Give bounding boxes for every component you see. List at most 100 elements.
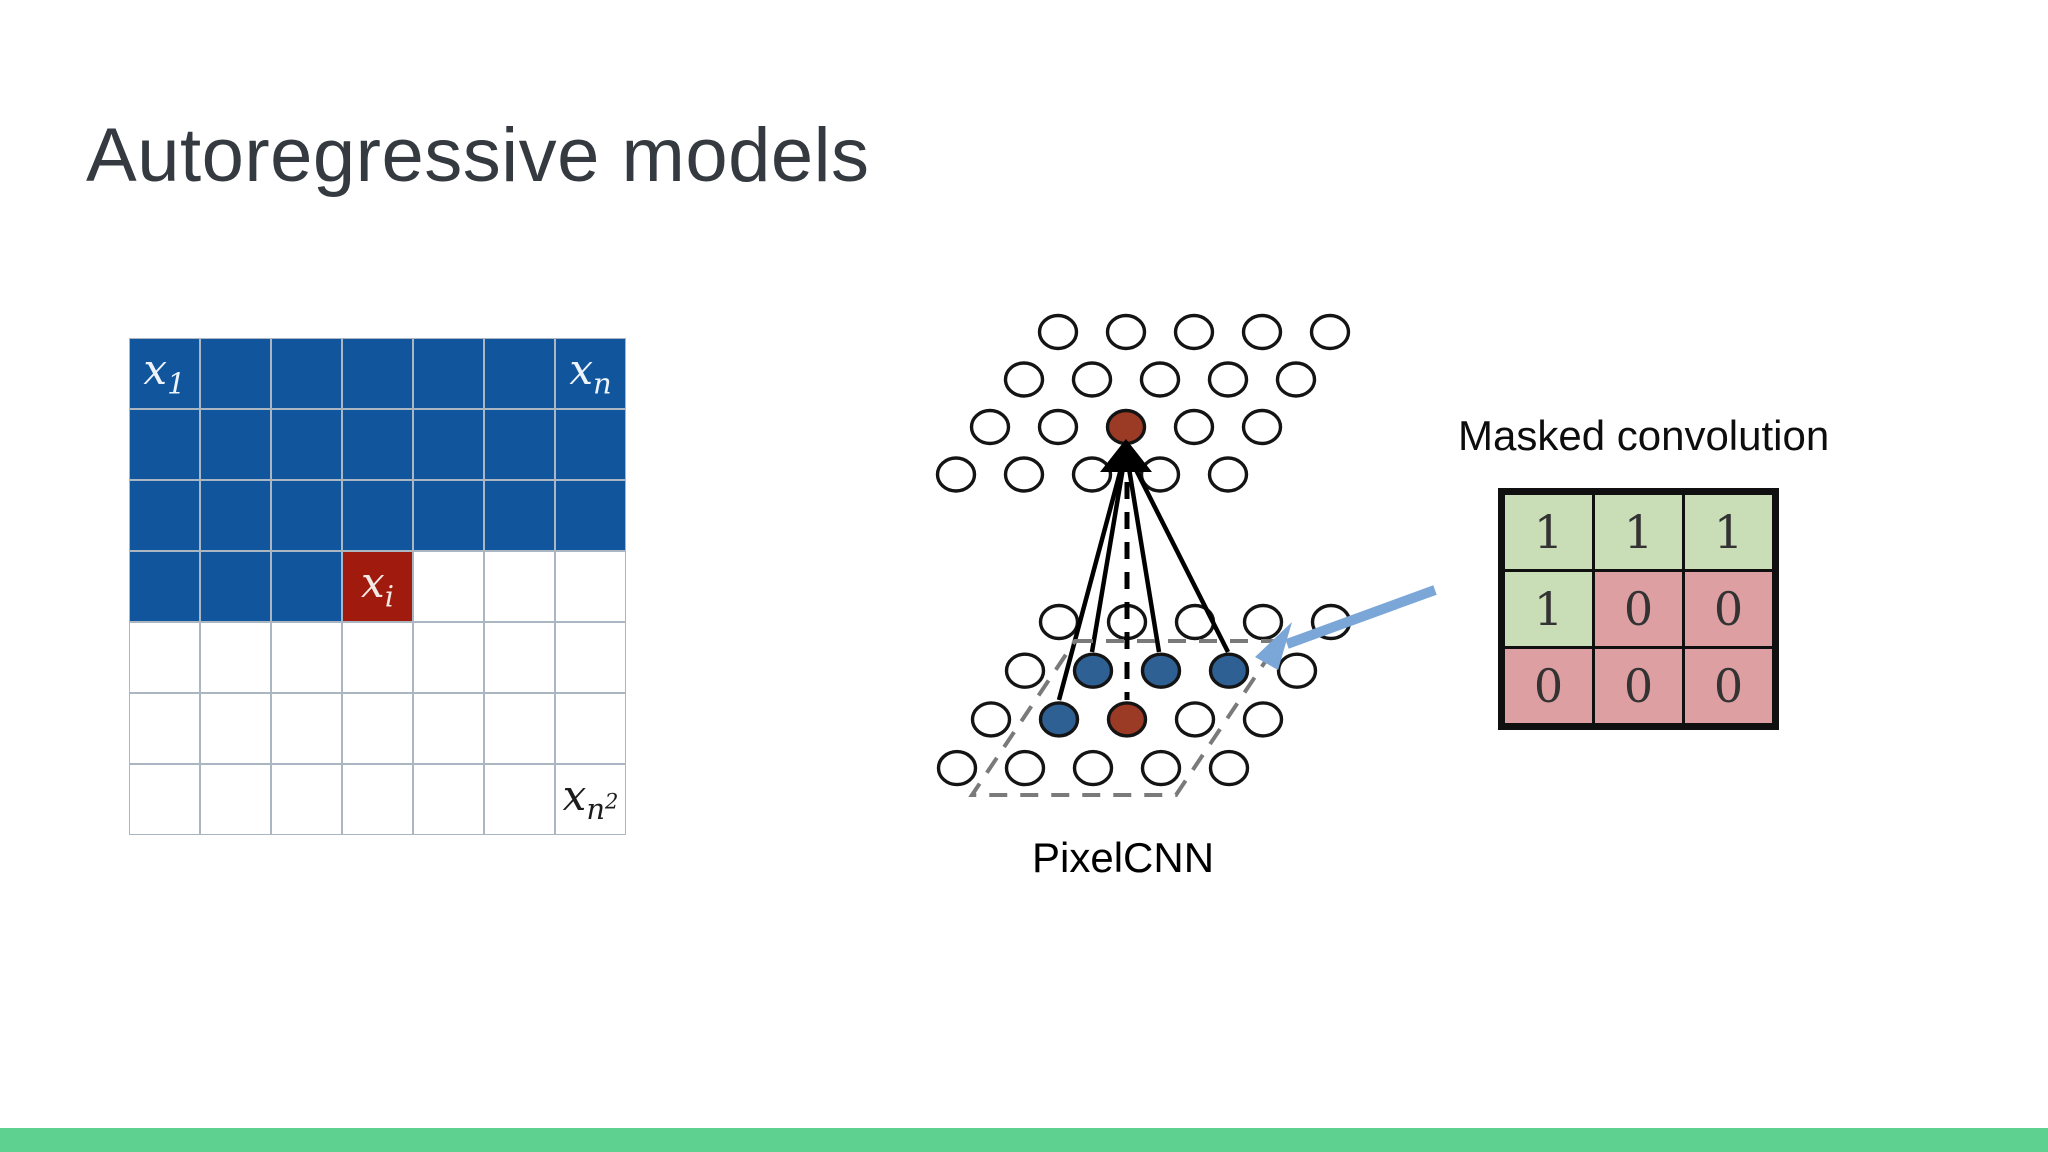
kernel-cell: 0 [1592,646,1685,728]
pixel-cell [129,480,200,551]
pixel-cell [200,764,271,835]
pixelcnn-node-unit [1309,313,1351,351]
pixel-cell: x1 [129,338,200,409]
kernel-cell: 0 [1682,646,1777,728]
kernel-cell: 1 [1592,490,1685,572]
pixel-cell [129,551,200,622]
pixelcnn-node-unit [969,408,1011,446]
pixelcnn-node-unit [1105,313,1147,351]
pixelcnn-node-unit [1207,456,1249,493]
pixelcnn-node-unit [1037,408,1079,446]
pixelcnn-node-unit [1242,603,1284,641]
pixel-cell [200,338,271,409]
pixelcnn-node-unit [935,456,977,493]
pixelcnn-node-unit [1208,749,1250,787]
pixel-cell [342,480,413,551]
pixelcnn-node-unit [1276,652,1318,689]
pixelcnn-node-unit [1037,313,1079,351]
pixel-cell [484,622,555,693]
pixel-cell [129,409,200,480]
pixelcnn-node-unit [1241,408,1283,446]
pixelcnn-connections [968,439,1283,797]
connection-line [1056,449,1129,701]
pixelcnn-node-unit [1207,361,1249,398]
pixel-cell-label: xi [361,557,394,614]
pixel-cell [484,693,555,764]
pixel-cell [342,338,413,409]
pixelcnn-node-context-unit [1038,701,1080,738]
pixel-grid-figure: x1 xn xi xn2 [129,338,626,835]
pixel-cell-label: x1 [143,344,186,401]
pixel-cell [271,693,342,764]
mask-pointer-arrow [1255,585,1437,670]
pixel-cell [413,622,484,693]
pixelcnn-node-unit [1003,361,1045,398]
pixel-cell [342,622,413,693]
pixel-cell [555,693,626,764]
pixel-cell [271,764,342,835]
pixel-cell: xn [555,338,626,409]
pixel-cell [413,693,484,764]
pixelcnn-node-unit [1242,701,1284,738]
pixel-cell [129,764,200,835]
kernel-cell: 1 [1500,569,1595,649]
kernel-cell: 0 [1682,569,1777,649]
pixel-cell [484,551,555,622]
pixel-cell [200,551,271,622]
pixelcnn-node-unit [1038,603,1080,641]
kernel-cell: 1 [1500,490,1595,572]
pixelcnn-caption: PixelCNN [1032,834,1215,881]
kernel-cell: 1 [1682,490,1777,572]
pixel-cell [413,409,484,480]
pixel-cell [200,409,271,480]
pixel-cell [484,409,555,480]
pixel-cell [271,551,342,622]
pixel-cell-label: xn2 [562,770,619,827]
pixel-cell [413,764,484,835]
pixelcnn-node-unit [1241,313,1283,351]
pixel-cell: xn2 [555,764,626,835]
pixelcnn-node-unit [1173,313,1215,351]
pixel-cell [200,622,271,693]
pixel-cell [271,622,342,693]
pixelcnn-node-context-unit [1072,652,1114,689]
pixel-cell [555,480,626,551]
receptive-field-outline [968,639,1283,797]
pixel-cell [342,764,413,835]
mask-pointer-arrowhead-icon [1255,622,1292,670]
pixelcnn-node-unit [1003,456,1045,493]
pixelcnn-node-current-unit [1105,408,1147,446]
mask-pointer-arrow-shaft [1285,585,1437,649]
pixelcnn-node-layer [935,313,1352,787]
pixelcnn-node-unit [1174,701,1216,738]
pixelcnn-node-context-unit [1208,652,1250,689]
pixel-cell [413,338,484,409]
pixelcnn-node-unit [1072,749,1114,787]
masked-convolution-title: Masked convolution [1458,412,1830,459]
pixelcnn-node-unit [1071,456,1113,493]
kernel-cell: 0 [1592,569,1685,649]
connection-line [1123,448,1231,654]
pixelcnn-node-unit [1275,361,1317,398]
pixelcnn-node-unit [1139,361,1181,398]
slide-title: Autoregressive models [86,113,870,198]
pixelcnn-node-context-unit [1140,652,1182,689]
pixel-cell: xi [342,551,413,622]
pixelcnn-node-unit [1004,652,1046,689]
pixel-cell [271,480,342,551]
pixel-cell [271,409,342,480]
pixelcnn-node-unit [1140,749,1182,787]
pixel-cell [200,693,271,764]
pixel-cell [129,622,200,693]
pixel-cell [555,622,626,693]
pixel-cell [129,693,200,764]
up-arrowhead-icon [1100,439,1152,472]
pixel-cell-label: xn [569,344,612,401]
pixel-cell [484,764,555,835]
footer-progress-bar [0,1128,2048,1152]
